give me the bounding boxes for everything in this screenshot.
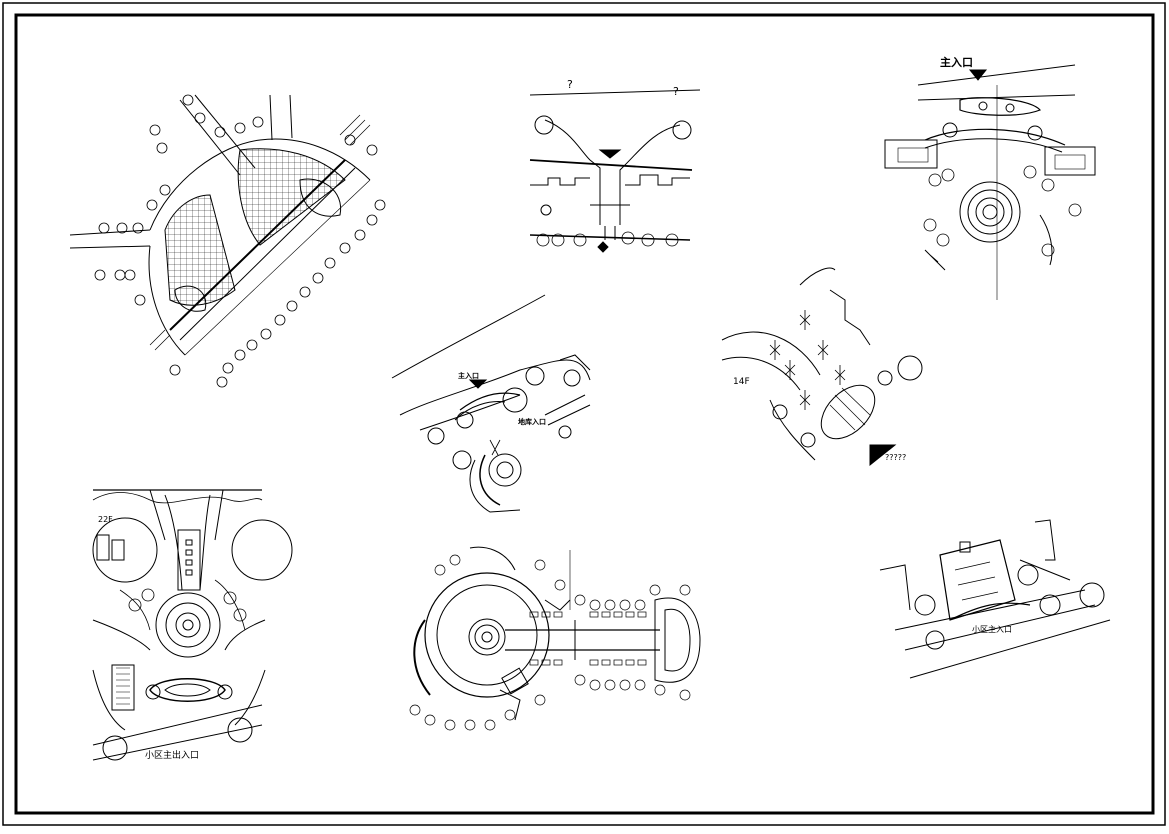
main-entrance-mid-label: 主入口 [458, 371, 479, 380]
floor-tag-left-label: 22F [98, 515, 113, 524]
q-right-label: ? [673, 85, 679, 98]
plan-diagonal-plaza [69, 94, 386, 388]
plan-oval-court: 14F ????? [721, 267, 923, 467]
community-exit-right-label: 小区主入口 [972, 624, 1012, 634]
question-marks-label: ????? [885, 453, 906, 462]
q-left-label: ? [567, 78, 573, 91]
floor-tag-label: 14F [733, 377, 750, 387]
plan-community-entrance-right: 小区主入口 [879, 519, 1111, 679]
main-entrance-top-label: 主入口 [940, 55, 973, 69]
secondary-entrance-mid-label: 地库入口 [518, 417, 546, 426]
plan-circular-plaza-avenue [409, 546, 701, 731]
plan-main-entrance-top-right: 主入口 [884, 55, 1096, 300]
tree-row [94, 94, 386, 388]
plan-community-entrance-bottom-left: 22F 小区主出入口 [92, 489, 293, 761]
community-exit-bottom-left-label: 小区主出入口 [145, 749, 199, 761]
plan-entrance-elevation: ? ? [529, 78, 701, 253]
plan-middle-entrance-curve: 主入口 地库入口 [391, 294, 591, 513]
inner-frame [14, 13, 1155, 815]
